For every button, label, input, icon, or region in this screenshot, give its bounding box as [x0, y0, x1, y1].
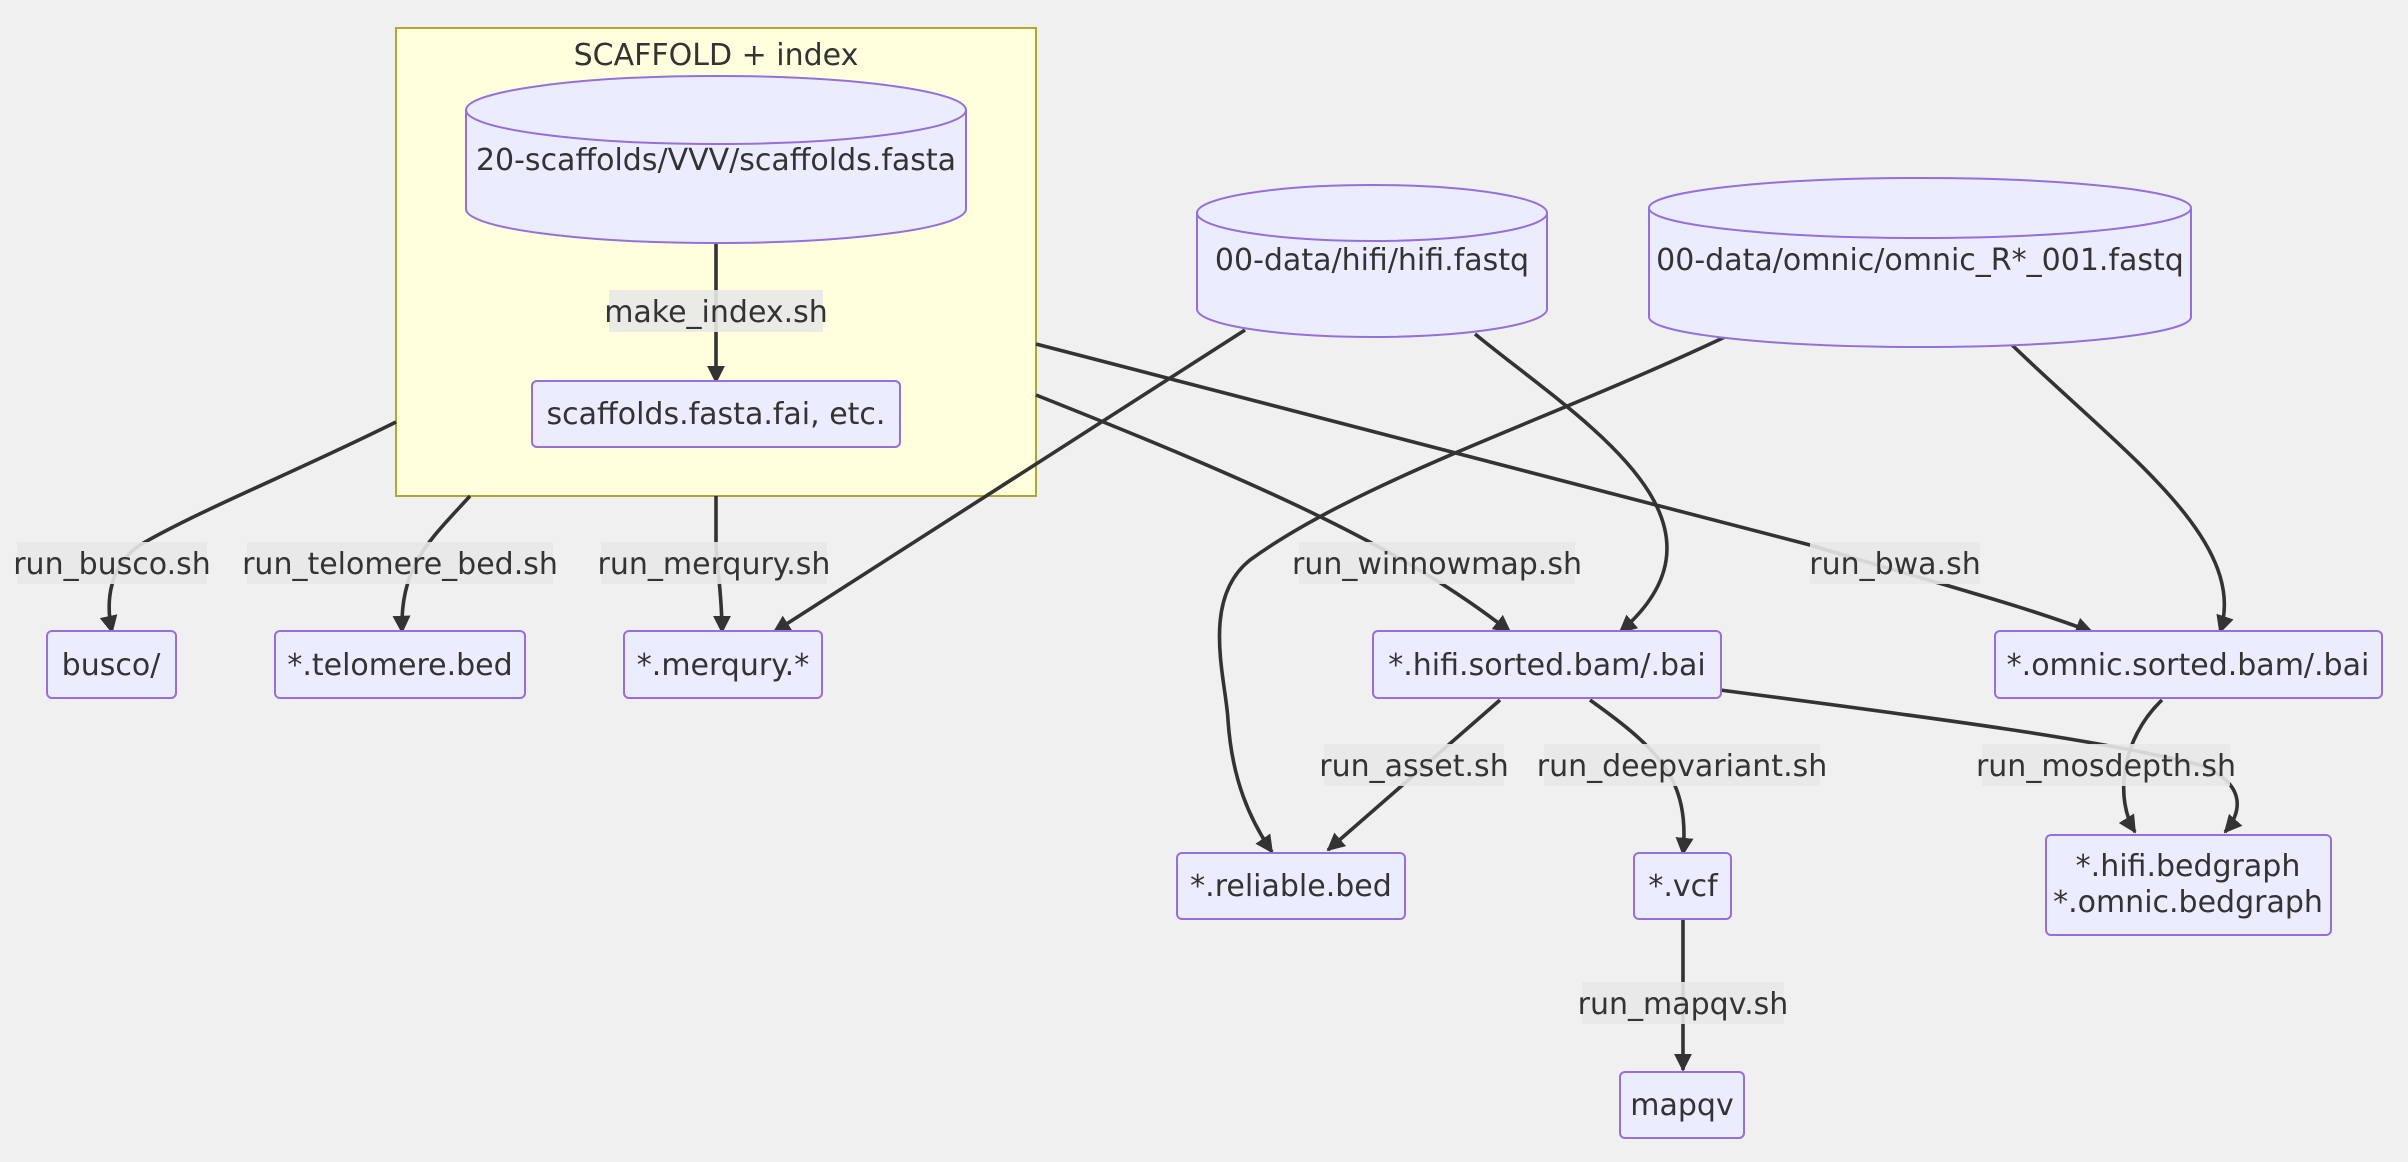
edge-run-bwa-cluster — [1035, 342, 2094, 635]
edge-run-winnowmap-hifi — [1473, 332, 1669, 634]
node-merqury-label: *.merqury.* — [637, 648, 809, 683]
node-mapqv[interactable]: mapqv — [1619, 1071, 1745, 1139]
svg-text:run_merqury.sh: run_merqury.sh — [598, 547, 831, 582]
node-busco-label: busco/ — [62, 648, 162, 683]
svg-text:run_busco.sh: run_busco.sh — [13, 547, 211, 582]
node-vcf[interactable]: *.vcf — [1633, 852, 1732, 920]
edge-label-run-asset: run_asset.sh — [1319, 744, 1509, 786]
node-mapqv-label: mapqv — [1630, 1088, 1733, 1123]
edge-run-winnowmap-cluster — [1035, 393, 1512, 634]
node-bedgraph-label-line1: *.hifi.bedgraph — [2076, 849, 2301, 884]
node-omnic-bam-label: *.omnic.sorted.bam/.bai — [2007, 648, 2370, 683]
node-omnic-fastq[interactable]: 00-data/omnic/omnic_R*_001.fastq — [1648, 177, 2192, 348]
edge-label-run-busco: run_busco.sh — [13, 542, 211, 584]
edges — [99, 243, 2243, 1072]
node-hifi-bam-label: *.hifi.sorted.bam/.bai — [1388, 648, 1706, 683]
edge-run-merqury-hifi — [772, 328, 1246, 634]
edge-label-run-telomere-bed: run_telomere_bed.sh — [242, 542, 558, 584]
node-reliable-bed-label: *.reliable.bed — [1190, 869, 1392, 904]
node-bedgraph[interactable]: *.hifi.bedgraph *.omnic.bedgraph — [2045, 834, 2332, 936]
cluster-title: SCAFFOLD + index — [574, 38, 859, 73]
node-vcf-label: *.vcf — [1648, 869, 1719, 904]
node-merqury[interactable]: *.merqury.* — [623, 630, 823, 699]
edge-run-busco — [99, 420, 397, 634]
svg-text:run_telomere_bed.sh: run_telomere_bed.sh — [242, 547, 558, 582]
svg-text:run_bwa.sh: run_bwa.sh — [1809, 547, 1981, 582]
node-scaffolds-fasta-label: 20-scaffolds/VVV/scaffolds.fasta — [476, 143, 956, 178]
svg-text:run_mapqv.sh: run_mapqv.sh — [1578, 987, 1789, 1022]
node-scaffolds-index[interactable]: scaffolds.fasta.fai, etc. — [531, 380, 901, 448]
node-hifi-fastq[interactable]: 00-data/hifi/hifi.fastq — [1196, 184, 1548, 338]
node-hifi-fastq-label: 00-data/hifi/hifi.fastq — [1215, 243, 1529, 278]
node-telomere-bed[interactable]: *.telomere.bed — [274, 630, 526, 699]
svg-text:run_asset.sh: run_asset.sh — [1319, 749, 1508, 784]
svg-text:run_mosdepth.sh: run_mosdepth.sh — [1976, 749, 2236, 784]
svg-text:make_index.sh: make_index.sh — [604, 295, 828, 330]
node-scaffolds-index-label: scaffolds.fasta.fai, etc. — [547, 397, 886, 432]
edge-label-run-winnowmap: run_winnowmap.sh — [1292, 542, 1582, 584]
edge-label-run-deepvariant: run_deepvariant.sh — [1537, 744, 1828, 786]
edge-label-run-merqury: run_merqury.sh — [598, 542, 831, 584]
svg-text:run_winnowmap.sh: run_winnowmap.sh — [1292, 547, 1582, 582]
edge-label-run-bwa: run_bwa.sh — [1809, 542, 1981, 584]
node-telomere-bed-label: *.telomere.bed — [287, 648, 512, 683]
edge-run-bwa-omnic — [2008, 341, 2234, 634]
edge-label-run-mapqv: run_mapqv.sh — [1578, 982, 1789, 1024]
edge-label-make-index: make_index.sh — [604, 290, 828, 332]
node-busco[interactable]: busco/ — [46, 630, 177, 699]
edge-label-run-mosdepth: run_mosdepth.sh — [1976, 744, 2236, 786]
node-reliable-bed[interactable]: *.reliable.bed — [1176, 852, 1406, 920]
node-scaffolds-fasta[interactable]: 20-scaffolds/VVV/scaffolds.fasta — [465, 75, 967, 244]
node-omnic-bam[interactable]: *.omnic.sorted.bam/.bai — [1994, 630, 2383, 699]
node-bedgraph-label-line2: *.omnic.bedgraph — [2053, 885, 2323, 920]
edge-run-asset-omnic — [1217, 334, 1728, 854]
edge-labels: make_index.sh run_busco.sh run_telomere_… — [13, 290, 2236, 1024]
node-hifi-bam[interactable]: *.hifi.sorted.bam/.bai — [1372, 630, 1722, 699]
svg-text:run_deepvariant.sh: run_deepvariant.sh — [1537, 749, 1828, 784]
node-omnic-fastq-label: 00-data/omnic/omnic_R*_001.fastq — [1656, 243, 2184, 278]
